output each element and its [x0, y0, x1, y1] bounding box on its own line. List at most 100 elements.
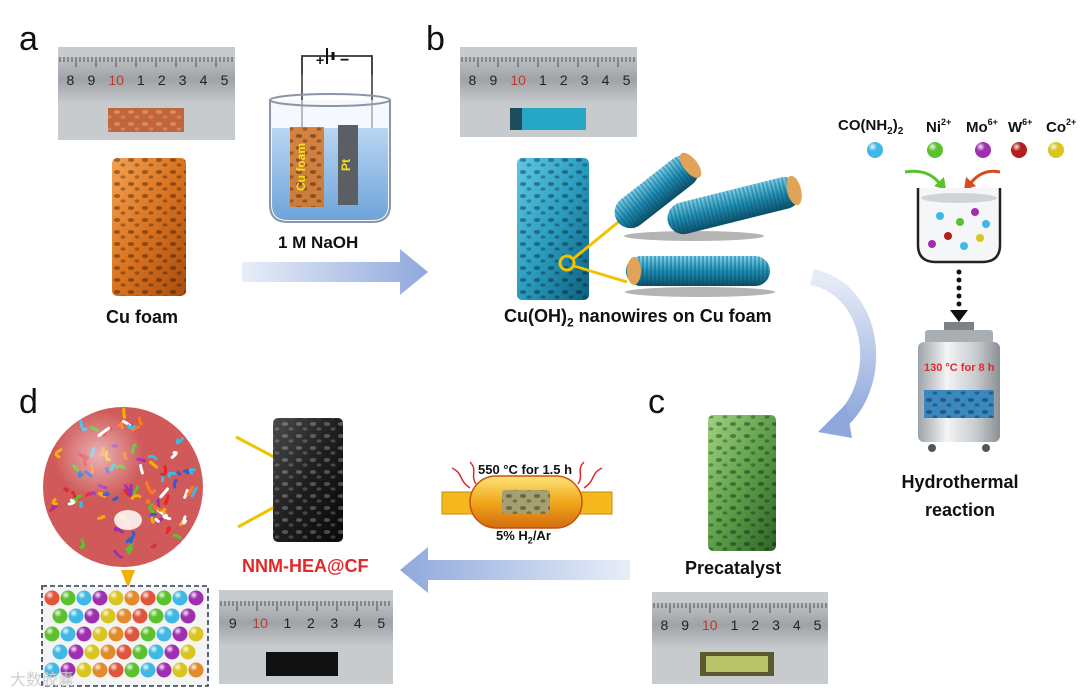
atom-highlight	[156, 626, 172, 642]
panel-letter-a: a	[19, 20, 38, 58]
cuoh-tail: nanowires on Cu foam	[573, 306, 772, 326]
ruler-ticks	[59, 57, 233, 67]
ruler-numbers-a: 8 9 10 1 2 3 4 5	[60, 72, 235, 88]
ruler-number: 2	[306, 615, 315, 631]
cuoh-sub: 2	[566, 315, 574, 330]
atom-highlight	[180, 644, 196, 660]
ruler-photo-a	[58, 47, 235, 140]
precursor-beaker	[916, 188, 1002, 264]
atom-highlight	[44, 662, 60, 678]
atom-highlight	[148, 608, 164, 624]
co-charge: 2+	[1066, 117, 1077, 127]
atom-highlight	[172, 626, 188, 642]
cu-foam-caption: Cu foam	[106, 307, 178, 327]
arrow-c-to-d	[400, 547, 630, 593]
atom-highlight	[108, 590, 124, 606]
atom-highlight	[172, 590, 188, 606]
atom-highlight	[132, 608, 148, 624]
atom-highlight	[188, 662, 204, 678]
atom-lattice	[44, 590, 204, 678]
ruler-photo-b	[460, 47, 637, 137]
atom-highlight	[124, 590, 140, 606]
atom-highlight	[172, 662, 188, 678]
atom-highlight	[60, 626, 76, 642]
dotted-arrow-down	[950, 269, 968, 322]
ruler-numbers-d: 9 10 1 2 3 4 5	[221, 615, 393, 631]
atom-highlight	[76, 626, 92, 642]
atom-highlight	[140, 662, 156, 678]
ruler-number: 9	[489, 72, 498, 88]
ruler-number: 8	[468, 72, 477, 88]
atom-highlight	[108, 662, 124, 678]
ruler-number: 9	[228, 615, 237, 631]
ruler-number: 2	[559, 72, 568, 88]
atom-highlight	[124, 626, 140, 642]
curved-arrow-b-to-c	[809, 269, 877, 438]
ruler-number: 1	[539, 72, 547, 88]
ruler-number: 3	[330, 615, 339, 631]
anneal-gas: 5% H2/Ar	[496, 528, 551, 546]
atom-highlight	[116, 644, 132, 660]
ruler-number: 5	[813, 617, 822, 633]
ruler-number: 4	[792, 617, 801, 633]
ruler-photo-c	[652, 592, 828, 684]
ruler-ticks	[220, 601, 390, 611]
ruler-numbers-b: 8 9 10 1 2 3 4 5	[462, 72, 637, 88]
atom-highlight	[68, 608, 84, 624]
precatalyst-caption: Precatalyst	[685, 558, 782, 578]
ruler-number: 5	[220, 72, 229, 88]
atom-highlight	[60, 590, 76, 606]
atom-highlight	[44, 590, 60, 606]
ruler-number: 10	[252, 615, 268, 631]
autoclave-condition: 130 °C for 8 h	[924, 362, 995, 374]
atom-highlight	[44, 626, 60, 642]
w-symbol: W	[1008, 119, 1023, 136]
cuoh-main: Cu(OH)	[504, 306, 567, 326]
atom-highlight	[140, 626, 156, 642]
beaker-pt-label: Pt	[339, 159, 353, 171]
urea-tail: )	[892, 117, 898, 134]
hea-lattice-box	[41, 585, 209, 687]
hea-foam-block	[273, 418, 343, 542]
mo-symbol: Mo	[966, 119, 988, 136]
precursor-balls	[867, 142, 1064, 158]
ruler-number: 1	[283, 615, 292, 631]
panel-letter-c: c	[648, 383, 665, 421]
watermark: 大数胶囊	[10, 672, 75, 689]
atom-highlight	[108, 626, 124, 642]
urea-sub: 2	[887, 126, 893, 137]
atom-highlight	[92, 590, 108, 606]
ruler-number: 4	[199, 72, 208, 88]
ruler-number: 9	[681, 617, 690, 633]
ruler-number: 8	[660, 617, 669, 633]
ruler-ticks	[653, 603, 827, 613]
precatalyst-block	[708, 415, 776, 551]
atom-highlight	[52, 608, 68, 624]
ruler-number: 4	[601, 72, 610, 88]
hydrothermal-caption-1: Hydrothermal	[901, 472, 1019, 492]
ruler-number: 4	[353, 615, 362, 631]
atom-highlight	[76, 662, 92, 678]
atom-highlight	[100, 644, 116, 660]
gas-main: 5% H	[496, 528, 528, 543]
ruler-number: 10	[108, 72, 124, 88]
ruler-number: 2	[751, 617, 760, 633]
atom-highlight	[52, 644, 68, 660]
ruler-number: 9	[87, 72, 96, 88]
atom-highlight	[68, 644, 84, 660]
panel-letter-b: b	[426, 20, 445, 58]
anneal-condition: 550 °C for 1.5 h	[478, 462, 573, 477]
urea-label: CO(NH2)2	[838, 117, 903, 137]
atom-highlight	[76, 590, 92, 606]
mo-charge: 6+	[987, 117, 998, 127]
ruler-number: 10	[510, 72, 526, 88]
atom-highlight	[116, 608, 132, 624]
w-label: W6+	[1008, 117, 1032, 136]
gas-tail: /Ar	[532, 528, 551, 543]
zoom-connector-b	[558, 213, 628, 284]
svg-text:−: −	[340, 52, 349, 69]
co-symbol: Co	[1046, 119, 1066, 136]
nanowire-bundles	[614, 152, 802, 297]
ruler-number: 5	[622, 72, 631, 88]
